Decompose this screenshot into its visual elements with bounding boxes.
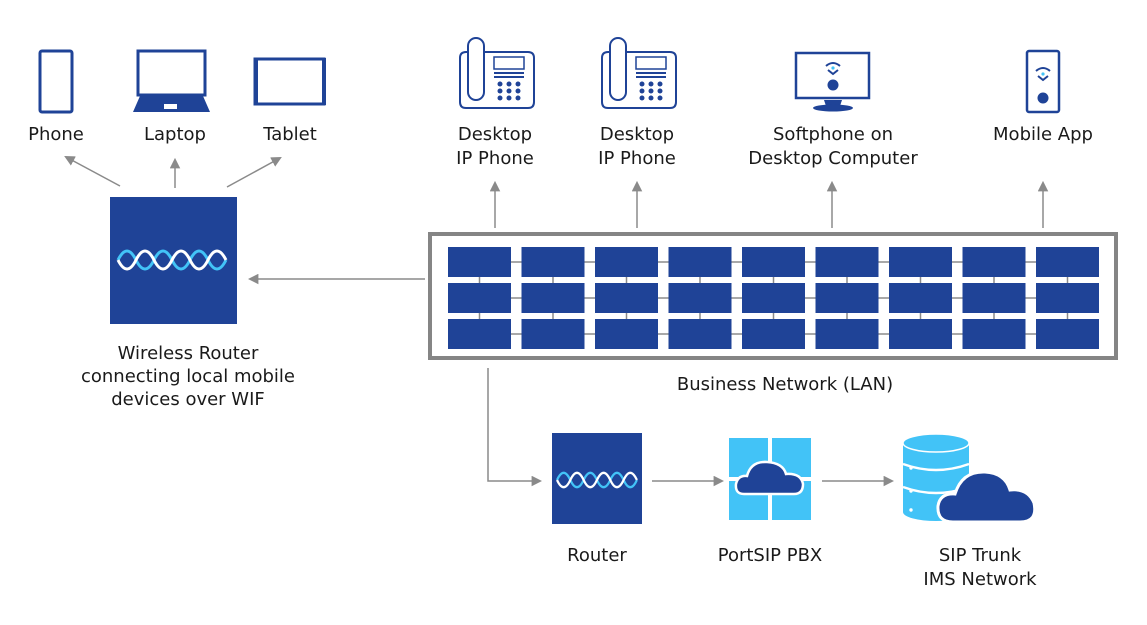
- label-softphone: Softphone on Desktop Computer: [740, 123, 926, 171]
- label-text: Phone: [28, 124, 84, 145]
- router-wave-icon: [552, 433, 642, 524]
- lan-node: [668, 283, 732, 313]
- lan-node: [595, 283, 658, 313]
- label-text: Business Network (LAN): [676, 374, 894, 395]
- label-line: IP Phone: [456, 148, 534, 169]
- lan-node: [742, 247, 805, 277]
- lan-node: [889, 319, 952, 349]
- label-phone: Phone: [16, 123, 96, 147]
- label-text: PortSIP PBX: [717, 545, 823, 566]
- label-text: Tablet: [263, 124, 317, 145]
- arrow-to-tablet: [226, 156, 282, 188]
- lan-node: [595, 247, 658, 277]
- label-text: Router: [567, 545, 627, 566]
- label-text: Mobile App: [993, 124, 1093, 145]
- lan-node: [815, 319, 879, 349]
- lan-node: [962, 283, 1026, 313]
- label-laptop: Laptop: [130, 123, 220, 147]
- label-router: Router: [552, 544, 642, 568]
- lan-node: [815, 247, 879, 277]
- lan-node: [962, 319, 1026, 349]
- label-line: connecting local mobile: [80, 366, 296, 387]
- laptop-icon: [133, 49, 210, 112]
- smartphone-icon: [38, 49, 74, 114]
- label-line: Softphone on: [773, 124, 893, 145]
- label-line: Desktop: [599, 124, 675, 145]
- lan-node: [668, 319, 732, 349]
- arrow-to-phone: [64, 156, 121, 187]
- tablet-icon: [253, 57, 326, 106]
- label-line: Desktop Computer: [748, 148, 918, 169]
- label-line: Desktop: [457, 124, 533, 145]
- label-pbx: PortSIP PBX: [700, 544, 840, 568]
- label-line: IMS Network: [923, 569, 1037, 590]
- label-lan: Business Network (LAN): [640, 373, 930, 397]
- router-wave-icon: [110, 197, 237, 324]
- desk-phone-icon: [459, 37, 535, 109]
- label-line: SIP Trunk: [938, 545, 1022, 566]
- lan-node: [448, 247, 511, 277]
- lan-node: [595, 319, 658, 349]
- label-wireless-router: Wireless Router connecting local mobile …: [78, 342, 298, 411]
- arrow-lan-to-router: [487, 368, 543, 487]
- lan-node: [668, 247, 732, 277]
- lan-node: [742, 283, 805, 313]
- lan-node: [448, 283, 511, 313]
- label-line: devices over WIF: [111, 389, 265, 410]
- monitor-softphone-icon: [794, 51, 871, 112]
- lan-node: [962, 247, 1026, 277]
- lan-node: [1036, 319, 1099, 349]
- label-desk-ip-1: Desktop IP Phone: [440, 123, 550, 171]
- database-cloud-icon: [902, 433, 1037, 524]
- label-line: Wireless Router: [117, 343, 259, 364]
- label-tablet: Tablet: [250, 123, 330, 147]
- label-sip-trunk: SIP Trunk IMS Network: [900, 544, 1060, 592]
- lan-node: [521, 319, 585, 349]
- pbx-cloud-icon: [729, 438, 811, 520]
- lan-node: [889, 283, 952, 313]
- label-text: Laptop: [144, 124, 206, 145]
- lan-node: [1036, 247, 1099, 277]
- desk-phone-icon: [601, 37, 677, 109]
- label-mobile-app: Mobile App: [983, 123, 1103, 147]
- label-desk-ip-2: Desktop IP Phone: [582, 123, 692, 171]
- lan-node: [521, 283, 585, 313]
- label-line: IP Phone: [598, 148, 676, 169]
- lan-node: [889, 247, 952, 277]
- lan-node: [521, 247, 585, 277]
- lan-node: [448, 319, 511, 349]
- mobile-app-icon: [1025, 49, 1061, 114]
- lan-node: [815, 283, 879, 313]
- lan-node: [742, 319, 805, 349]
- lan-node: [1036, 283, 1099, 313]
- lan-switch-grid: [448, 247, 1099, 349]
